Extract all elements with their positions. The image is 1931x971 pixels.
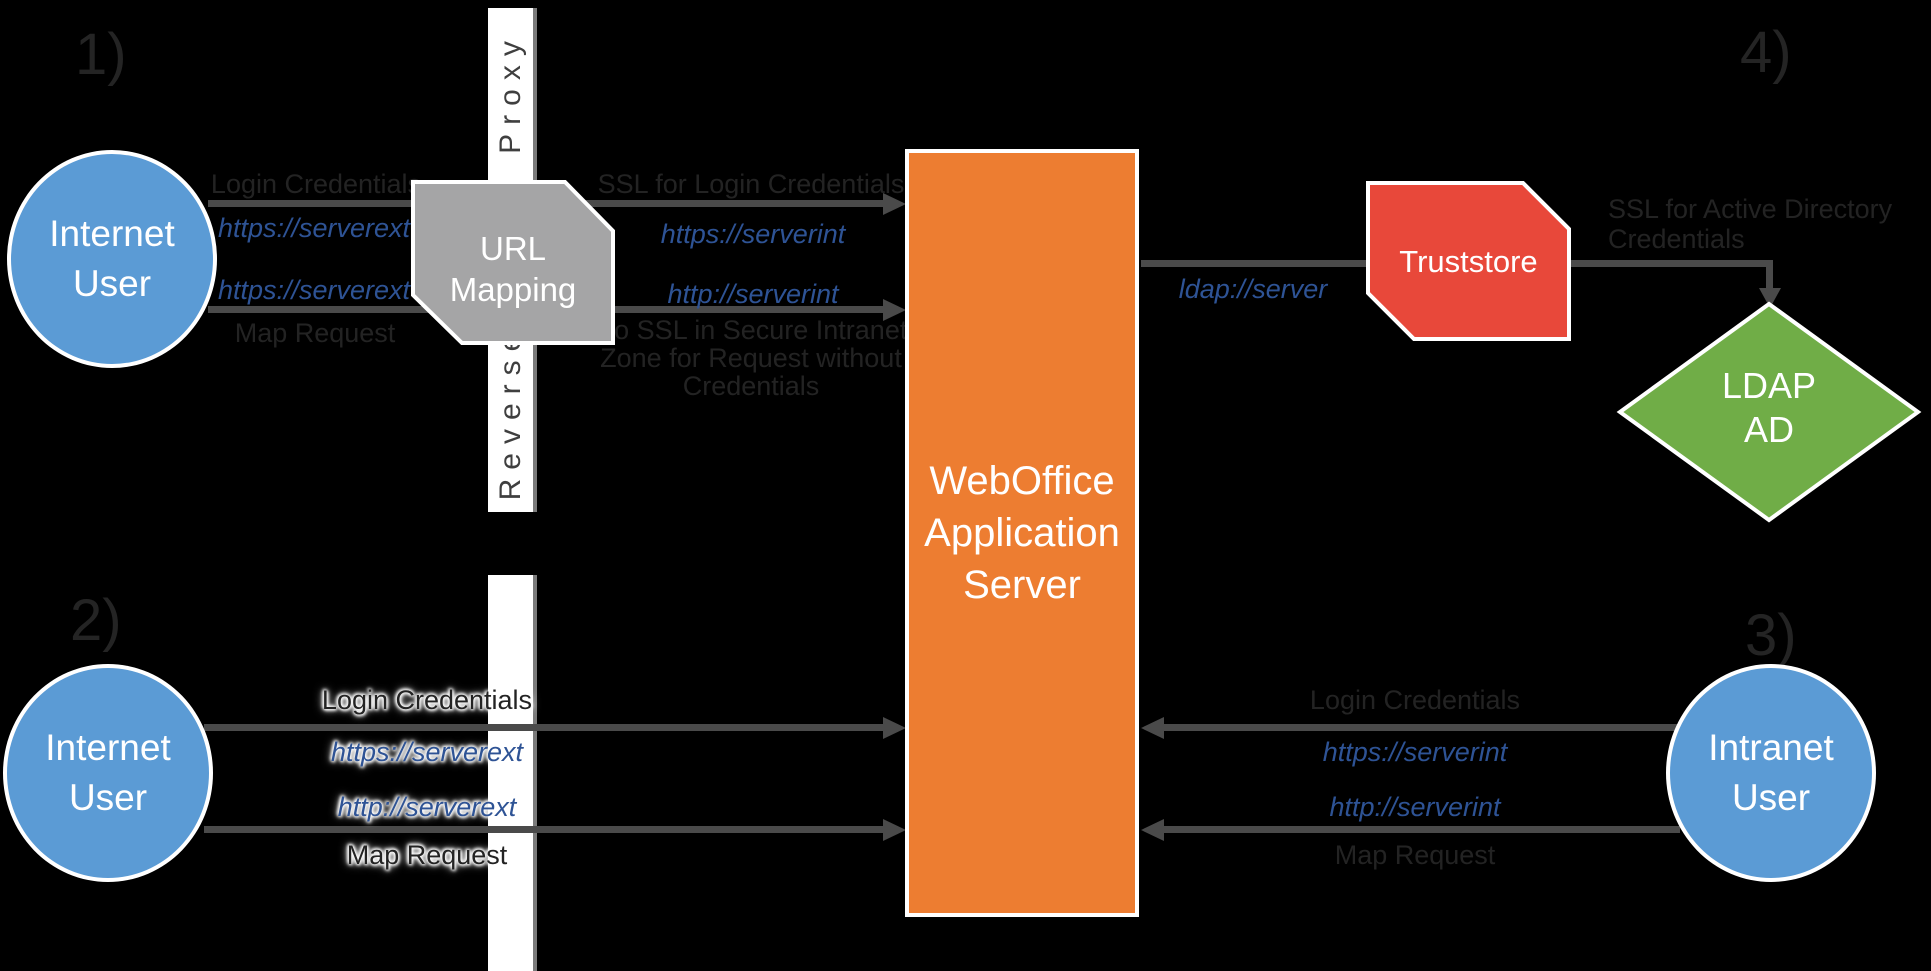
connector-ldap-vertical [1766, 260, 1773, 290]
truststore-label: Truststore [1366, 245, 1571, 279]
arrowhead-s3-line2 [1141, 819, 1164, 841]
label-s1-ssl-login-credentials: SSL for Login Credentials [597, 169, 905, 199]
section-2-number: 2) [70, 588, 122, 653]
url-mapping-node [411, 180, 615, 345]
no-ssl-note-line3: Credentials [682, 371, 820, 401]
arrowhead-s1-line2 [883, 299, 906, 321]
label-s2-login-credentials: Login Credentials [321, 685, 533, 715]
ldap-ad-node [1616, 301, 1922, 523]
label-s1-url-https-serverext-1: https://serverext [217, 213, 411, 243]
proxy-bar-word-proxy: Proxy [494, 32, 527, 154]
arrowhead-ldap [1759, 288, 1781, 308]
no-ssl-note-line1: No SSL in Secure Intranet [594, 315, 908, 345]
internet-user-top-label: Internet User [7, 209, 217, 309]
reverse-proxy-bar-bottom [488, 575, 533, 971]
server-line2: Application [924, 511, 1120, 555]
arrowhead-s1-line1 [883, 193, 906, 215]
connector-s3-line2 [1163, 826, 1680, 833]
internet-user-top-line1: Internet [49, 213, 175, 254]
internet-user-node-top [7, 150, 217, 368]
label-s1-login-credentials: Login Credentials [210, 169, 422, 199]
server-line3: Server [963, 563, 1081, 607]
arrowhead-s2-line2 [883, 819, 906, 841]
intranet-user-label: Intranet User [1666, 723, 1876, 823]
ssl-ad-line2: Credentials [1608, 224, 1745, 254]
label-s2-url-https-serverext: https://serverext [330, 737, 524, 767]
label-s1-no-ssl-note: No SSL in Secure Intranet Zone for Reque… [501, 316, 1001, 400]
section-3-number: 3) [1745, 603, 1797, 668]
internet-user-node-bottom [3, 664, 213, 882]
section-4-number: 4) [1740, 20, 1792, 85]
server-line1: WebOffice [929, 459, 1115, 503]
label-ssl-active-directory: SSL for Active Directory Credentials [1608, 194, 1931, 254]
label-s3-login-credentials: Login Credentials [1309, 685, 1521, 715]
ldap-ad-label: LDAP AD [1616, 364, 1922, 452]
label-s1-url-https-serverint: https://serverint [660, 219, 846, 249]
url-mapping-line1: URL [479, 230, 547, 267]
truststore-node [1366, 181, 1571, 341]
intranet-user-line1: Intranet [1708, 727, 1834, 768]
internet-user-bottom-label: Internet User [3, 723, 213, 823]
internet-user-top-line2: User [72, 263, 152, 304]
label-ldap-url: ldap://server [1178, 274, 1328, 304]
arrowhead-s3-line1 [1141, 717, 1164, 739]
ssl-ad-line1: SSL for Active Directory [1608, 194, 1893, 224]
intranet-user-line2: User [1731, 777, 1811, 818]
label-s3-url-https-serverint: https://serverint [1322, 737, 1508, 767]
label-s2-map-request: Map Request [346, 840, 508, 870]
intranet-user-node [1666, 664, 1876, 882]
connector-s3-line1 [1163, 724, 1680, 731]
internet-user-bottom-line1: Internet [45, 727, 171, 768]
arrowhead-s2-line1 [883, 717, 906, 739]
connector-s2-line2 [204, 826, 884, 833]
url-mapping-line2: Mapping [449, 271, 577, 308]
label-s1-url-http-serverint: http://serverint [667, 279, 839, 309]
no-ssl-note-line2: Zone for Request without [600, 343, 902, 373]
section-1-number: 1) [75, 22, 127, 87]
url-mapping-label: URL Mapping [411, 228, 615, 310]
label-s1-map-request: Map Request [234, 318, 396, 348]
label-s3-url-http-serverint: http://serverint [1329, 792, 1501, 822]
label-s1-url-https-serverext-2: https://serverext [217, 275, 411, 305]
internet-user-bottom-line2: User [68, 777, 148, 818]
weboffice-server-node [905, 149, 1139, 917]
label-s3-map-request: Map Request [1334, 840, 1496, 870]
weboffice-server-label: WebOffice Application Server [905, 455, 1139, 611]
connector-s2-line1 [204, 724, 884, 731]
ldap-line1: LDAP [1721, 365, 1817, 406]
ldap-line2: AD [1743, 409, 1794, 450]
truststore-text: Truststore [1399, 244, 1538, 279]
label-s2-url-http-serverext: http://serverext [337, 792, 517, 822]
